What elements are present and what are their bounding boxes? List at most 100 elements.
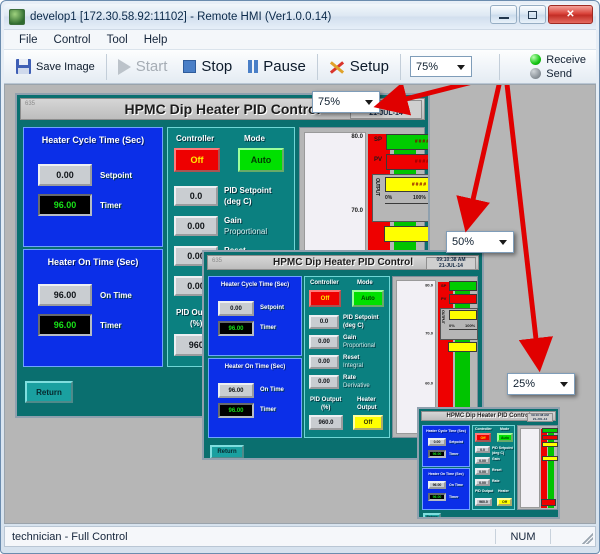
zoom-dropdown-25-value: 25% (513, 378, 536, 390)
panel50-controller-state[interactable]: Off (309, 290, 341, 307)
panel75-mode-state[interactable]: Auto (238, 148, 284, 172)
panel75-output-bar: #### (385, 177, 428, 192)
panel25-gain-value[interactable]: 0.00 (475, 457, 490, 464)
panel50-cycle-title: Heater Cycle Time (Sec) (220, 282, 290, 288)
panel50-ytick-1: 70.0 (425, 330, 433, 336)
panel75-on-time-value[interactable]: 96.00 (38, 284, 92, 306)
panel75-on-timer-label: Timer (100, 321, 122, 330)
panel50-sp-bar (449, 281, 477, 291)
zoom-dropdown-75[interactable]: 75% (312, 91, 380, 113)
minimize-icon (498, 16, 509, 19)
panel50-timestamp: 09:10:38 AM 21-JUL-14 (426, 257, 476, 270)
save-image-button[interactable]: Save Image (8, 52, 103, 82)
panel50-pid-output-value: 960.0 (309, 415, 343, 430)
panel25-date: 21-JUL-14 (532, 416, 548, 421)
panel75-gain-value[interactable]: 0.00 (174, 216, 218, 236)
zoom-dropdown-50-value: 50% (452, 236, 475, 248)
zoom-dropdown-50[interactable]: 50% (446, 231, 514, 253)
panel50-output-frame: OUTPUT 0% 100% (440, 308, 478, 340)
panel50-mode-state[interactable]: Auto (352, 290, 384, 307)
menu-item-tool[interactable]: Tool (106, 33, 128, 46)
panel50-pct-min: 0% (449, 323, 455, 328)
panel75-controller-state[interactable]: Off (174, 148, 220, 172)
close-button[interactable]: ✕ (548, 5, 593, 24)
panel25-alarm-bar (541, 499, 556, 506)
panel25-on-timer-label: Timer (449, 495, 459, 499)
panel50-cycle-setpoint-value[interactable]: 0.00 (218, 301, 254, 316)
panel75-cycle-setpoint-value[interactable]: 0.00 (38, 164, 92, 186)
panel50-time: 09:10:38 AM (436, 257, 466, 264)
panel75-cycle-group: Heater Cycle Time (Sec) 0.00 Setpoint 96… (23, 127, 163, 247)
panel25-controller-state[interactable]: Off (475, 433, 491, 442)
panel50-pid-output-units: (%) (321, 405, 331, 411)
panel50-gain-value[interactable]: 0.00 (309, 335, 339, 349)
setup-button[interactable]: Setup (321, 52, 397, 82)
panel50-on-time-label: On Time (260, 387, 284, 393)
panel25-on-time-value[interactable]: 96.00 (428, 481, 446, 489)
panel25-pid-setpoint-value[interactable]: 0.0 (475, 446, 490, 453)
panel25-heater-output-label: Heater (498, 489, 509, 493)
panel75-return-button[interactable]: Return (25, 381, 73, 403)
panel75-pct-axis (385, 203, 428, 204)
menu-item-file[interactable]: File (19, 33, 38, 46)
panel75-gain-sub: Proportional (224, 227, 268, 236)
panel50-pid-setpoint-units: (deg C) (343, 323, 364, 329)
panel75-pv-digits: #### (414, 159, 430, 165)
zoom-dropdown-25[interactable]: 25% (507, 373, 575, 395)
panel75-ytick-0: 80.0 (351, 134, 363, 140)
panel50-rate-sub: Derivative (343, 383, 370, 389)
panel50-return-button[interactable]: Return (210, 445, 244, 458)
panel50-ytick-2: 60.0 (425, 380, 433, 386)
maximize-icon (528, 10, 537, 19)
statusbar-user: technician - Full Control (12, 530, 128, 543)
panel25-pid-setpoint-units: (deg C) (492, 451, 505, 455)
panel25-controller-label: Controller (475, 427, 492, 431)
panel50-heater-output-label2: Output (357, 405, 377, 411)
panel25-title: HPMC Dip Heater PID Control (446, 413, 531, 419)
panel25-return-button[interactable]: Return (423, 513, 441, 517)
panel75-pv-tag: PV (374, 157, 383, 163)
menubar: File Control Tool Help (4, 29, 596, 49)
toolbar-divider-3 (400, 53, 401, 80)
maximize-button[interactable] (519, 5, 546, 24)
panel50-pid-setpoint-value[interactable]: 0.0 (309, 315, 339, 329)
stop-button[interactable]: Stop (175, 52, 240, 82)
panel75-cycle-setpoint-label: Setpoint (100, 171, 132, 180)
panel25-cycle-group: Heater Cycle Time (Sec) 0.00 Setpoint 96… (422, 425, 470, 467)
panel75-sp-bar: #### (386, 134, 430, 150)
statusbar: technician - Full Control NUM (4, 526, 596, 547)
panel75-pv-bar: #### (386, 154, 430, 170)
menu-item-control[interactable]: Control (53, 33, 91, 46)
panel25-mode-label: Mode (500, 427, 510, 431)
panel50-output-bar (449, 310, 477, 320)
toolbar-zoom-select[interactable]: 75% (410, 56, 472, 77)
panel50-cycle-timer-label: Timer (260, 325, 277, 331)
panel50-output-bar-2 (448, 342, 477, 352)
pause-button[interactable]: Pause (240, 52, 314, 82)
toolbar-divider-2 (316, 53, 318, 80)
panel75-cycle-title: Heater Cycle Time (Sec) (41, 135, 145, 145)
panel75-indicator-stack: SP #### PV #### OUTPUT #### (372, 132, 428, 244)
panel25-cycle-setpoint-value[interactable]: 0.00 (428, 438, 446, 446)
resize-grip-icon[interactable] (579, 529, 593, 544)
panel75-pid-setpoint-value[interactable]: 0.0 (174, 186, 218, 206)
panel25-mode-state[interactable]: Auto (497, 433, 513, 442)
panel25-reset-value[interactable]: 0.00 (475, 468, 490, 475)
panel50-on-time-value[interactable]: 96.00 (218, 383, 254, 398)
panel50-rate-value[interactable]: 0.00 (309, 375, 339, 389)
panel75-output-digits: #### (411, 181, 427, 188)
panel25-rate-value[interactable]: 0.00 (475, 479, 490, 486)
panel50-reset-value[interactable]: 0.00 (309, 355, 339, 369)
arrow-to-50 (456, 85, 502, 233)
panel75-mode-label: Mode (244, 134, 265, 143)
menu-item-help[interactable]: Help (143, 33, 168, 46)
hmi-panel-25[interactable]: HPMC Dip Heater PID Control 09:10:38 AM … (417, 407, 560, 519)
start-button[interactable]: Start (110, 52, 176, 82)
panel25-output-bar (542, 442, 558, 447)
send-lamp-icon (530, 68, 542, 79)
panel25-chart-plot (520, 428, 540, 508)
panel50-output-tag: OUTPUT (441, 310, 446, 324)
panel75-sp-digits: #### (414, 139, 430, 145)
minimize-button[interactable] (490, 5, 517, 24)
panel75-pid-setpoint-label: PID Setpoint (224, 186, 272, 195)
